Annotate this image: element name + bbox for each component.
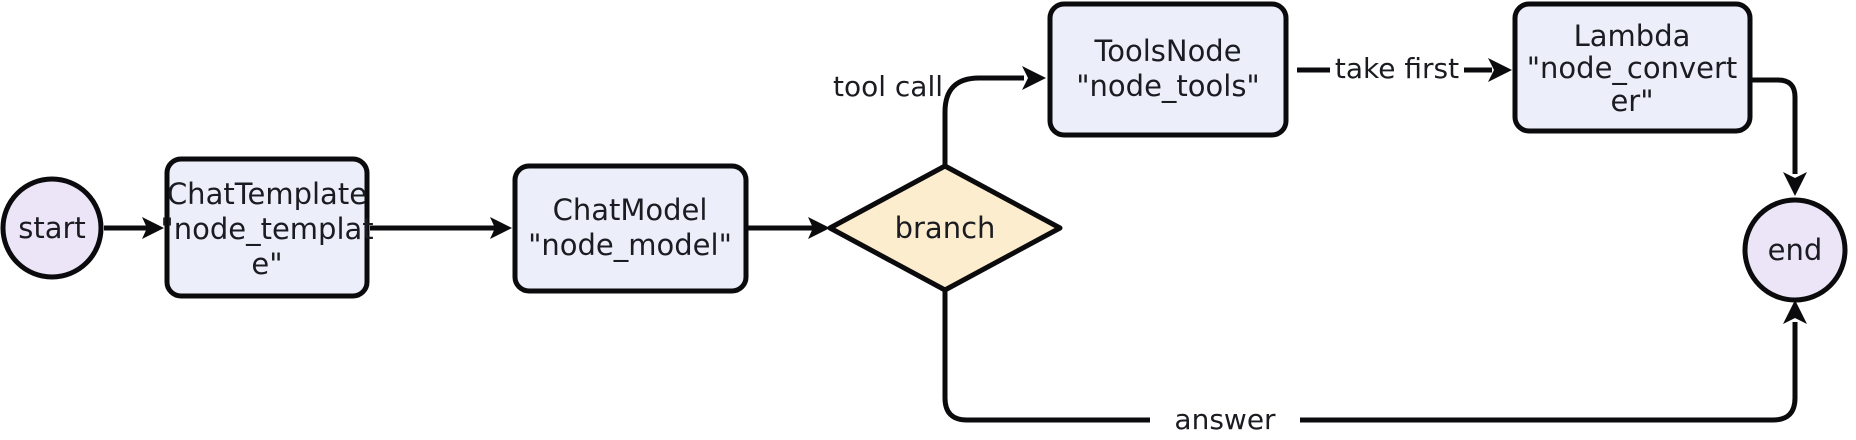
edge-line [1752, 77, 1798, 174]
node-node-model-shape[interactable] [512, 163, 749, 294]
edge-node-converter-to-end [1752, 77, 1807, 196]
node-branch-shape[interactable] [827, 163, 1063, 293]
node-start-label: start [18, 211, 86, 245]
arrowhead-icon [1488, 58, 1512, 82]
node-node-template[interactable]: ChatTemplate "node_templat e" [160, 156, 374, 299]
edge-label-answer: answer [1174, 403, 1276, 436]
edge-node-template-to-node-model [370, 217, 512, 239]
node-node-model-line2: "node_model" [528, 228, 732, 262]
node-node-tools-shape[interactable] [1047, 1, 1289, 138]
node-node-model[interactable]: ChatModel "node_model" [512, 163, 749, 294]
node-node-converter-line1: Lambda [1574, 19, 1691, 53]
arrowhead-icon [1783, 172, 1807, 196]
edge-line [942, 288, 1150, 423]
node-node-tools-line1: ToolsNode [1093, 34, 1241, 68]
edge-line [942, 75, 1024, 170]
node-node-tools[interactable]: ToolsNode "node_tools" [1047, 1, 1289, 138]
node-node-converter-shape[interactable] [1512, 1, 1753, 134]
node-node-converter-line3: er" [1610, 84, 1653, 118]
node-node-converter[interactable]: Lambda "node_convert er" [1512, 1, 1753, 134]
node-start[interactable]: start [0, 176, 104, 280]
arrowhead-icon [1022, 66, 1046, 90]
node-node-template-line1: ChatTemplate [167, 177, 367, 211]
node-end[interactable]: end [1742, 197, 1848, 303]
node-node-template-line3: e" [251, 247, 282, 281]
arrowhead-icon [490, 217, 512, 239]
edge-label-tool-call: tool call [833, 70, 943, 103]
edge-label-take-first: take first [1335, 52, 1459, 85]
edge-start-to-node-template [104, 217, 164, 239]
node-branch[interactable]: branch [827, 163, 1063, 293]
edge-node-model-to-branch [748, 217, 830, 239]
edge-line [1300, 322, 1798, 423]
node-end-label: end [1768, 233, 1823, 267]
node-end-shape[interactable] [1742, 197, 1848, 303]
node-node-template-shape[interactable] [164, 156, 370, 299]
node-node-model-line1: ChatModel [553, 193, 708, 227]
edge-node-tools-to-node-converter: take first [1297, 52, 1512, 85]
node-node-tools-line2: "node_tools" [1076, 69, 1260, 103]
node-node-template-line2: "node_templat [160, 212, 373, 246]
edge-branch-to-node-tools: tool call [833, 66, 1046, 170]
node-node-converter-line2: "node_convert [1527, 51, 1738, 85]
arrowhead-icon [142, 217, 164, 239]
edge-branch-to-end: answer [942, 288, 1807, 436]
node-branch-label: branch [895, 211, 996, 245]
arrowhead-icon [1783, 300, 1807, 324]
node-start-shape[interactable] [0, 176, 104, 280]
arrowhead-icon [808, 217, 830, 239]
